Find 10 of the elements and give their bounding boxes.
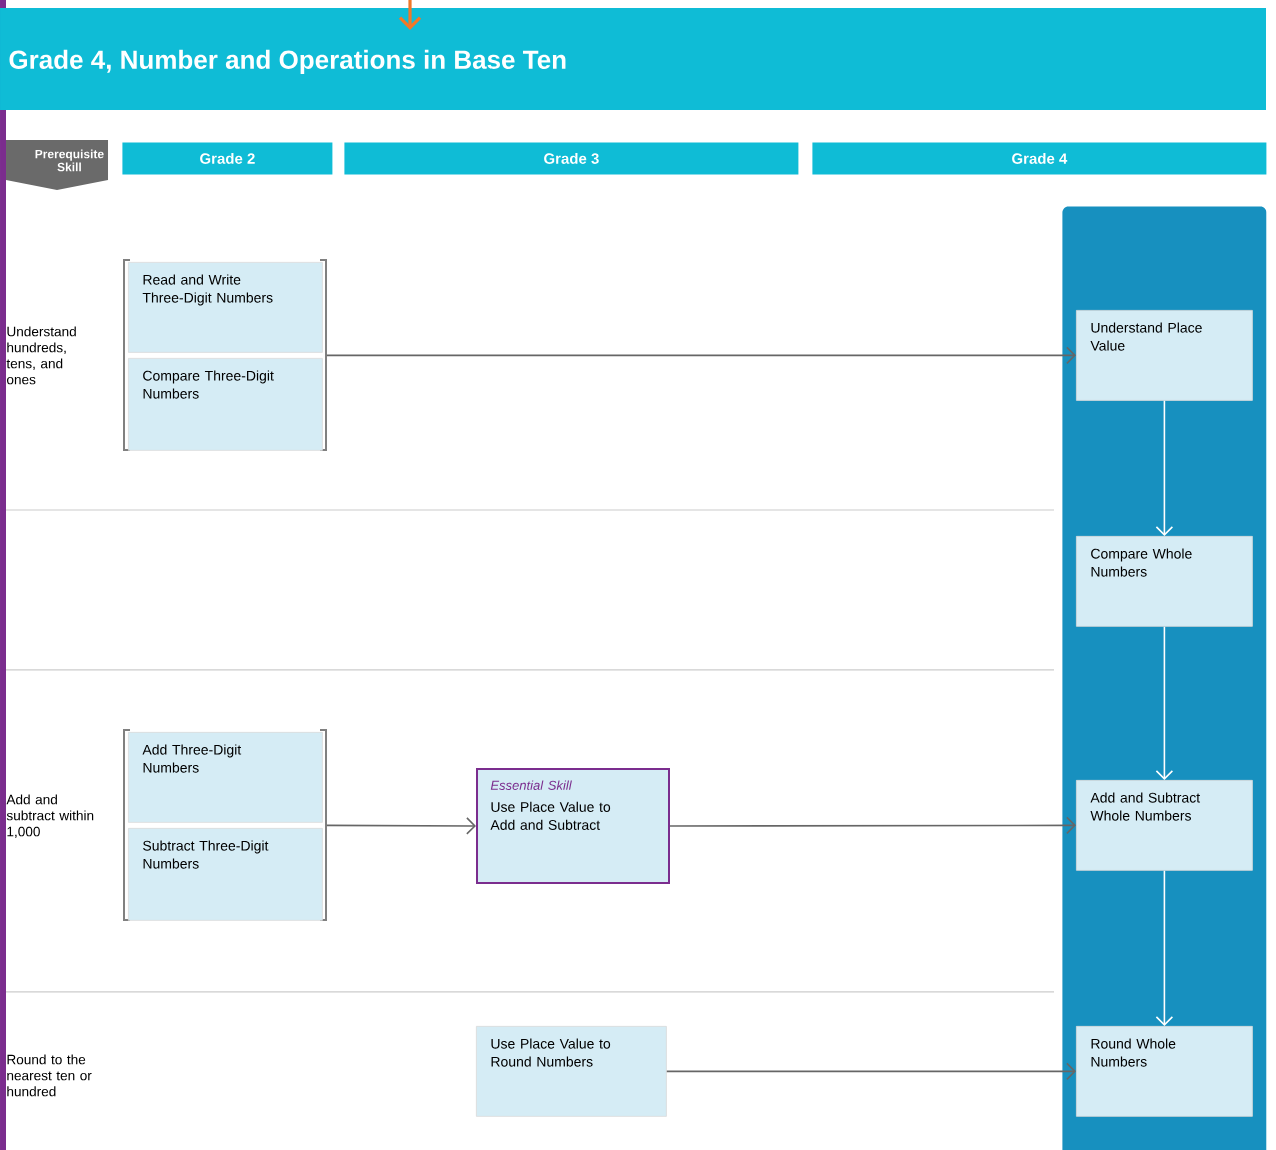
arrow [669, 816, 1076, 835]
title: Grade 4, Number and Operations in Base Ten [9, 49, 566, 75]
arrow [1155, 869, 1174, 1026]
arrow [666, 1062, 1076, 1081]
arrow [1155, 625, 1174, 780]
arrow [1155, 399, 1174, 536]
bracket-group [123, 729, 327, 921]
bracket-group [123, 259, 327, 451]
arrow [326, 817, 476, 835]
arrow [326, 346, 1076, 365]
